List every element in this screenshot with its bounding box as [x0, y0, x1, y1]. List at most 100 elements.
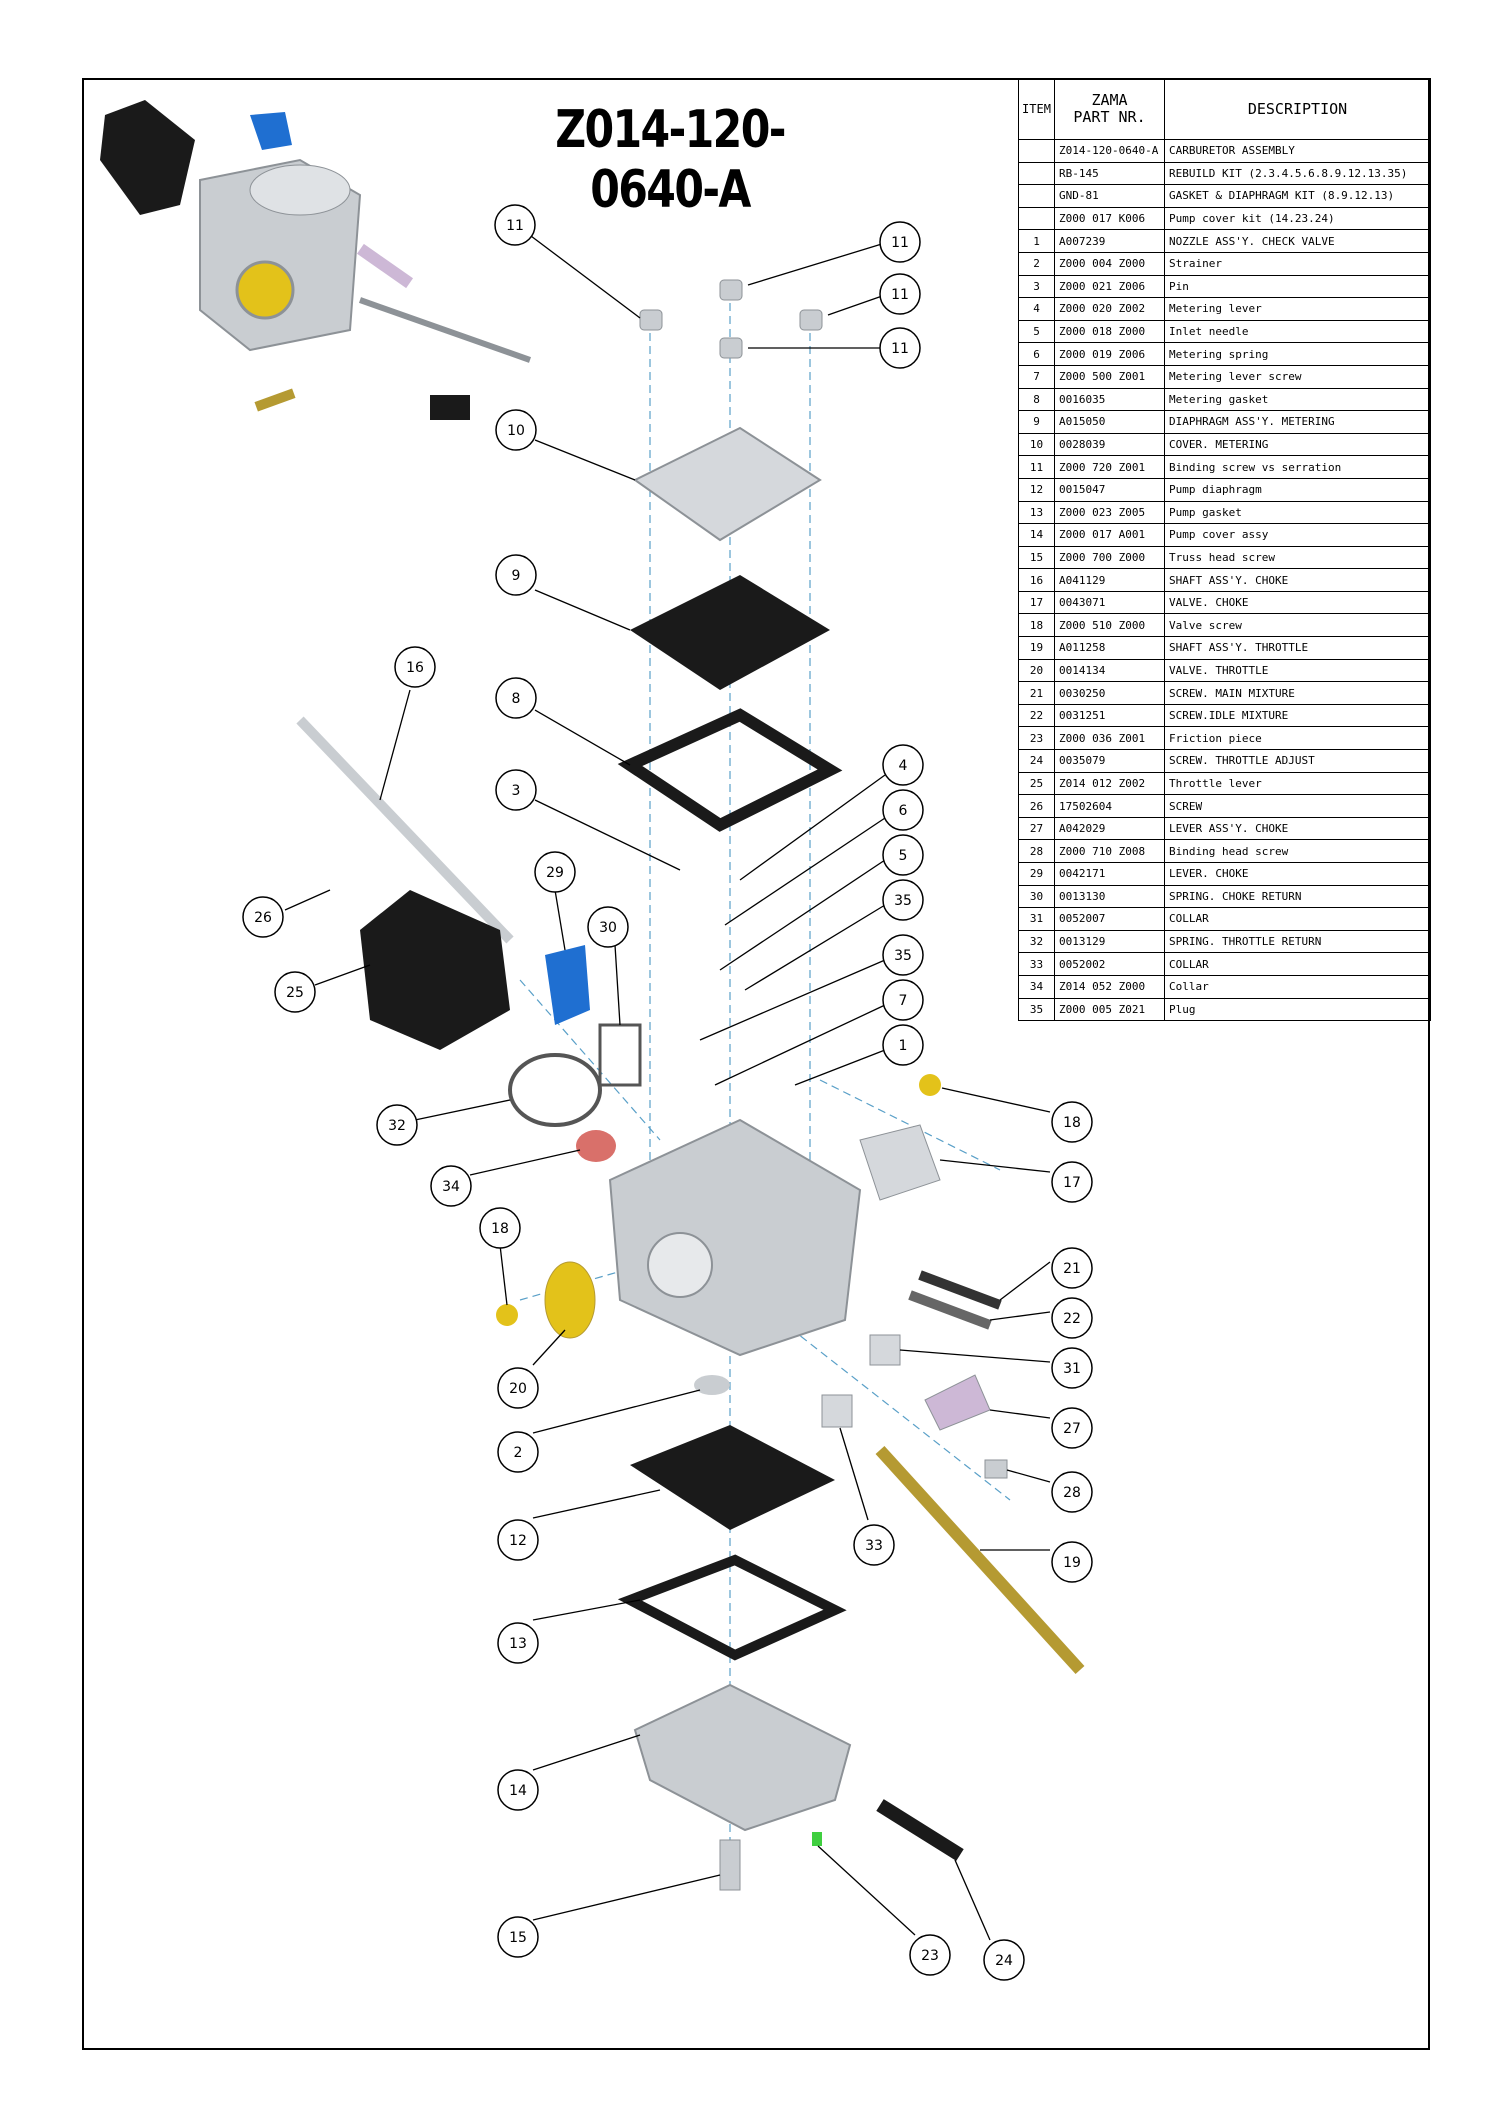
- callout-16: 16: [394, 646, 436, 688]
- cell-part-number: A011258: [1054, 636, 1165, 660]
- axis-line: [819, 1079, 1001, 1171]
- callout-13: 13: [497, 1622, 539, 1664]
- throttle-lever-part: [360, 890, 510, 1050]
- metering-gasket-part: [617, 708, 843, 832]
- cell-description: Binding head screw: [1164, 839, 1431, 863]
- cell-description: Truss head screw: [1164, 545, 1431, 570]
- svg-text:35: 35: [894, 893, 912, 909]
- cell-description: SCREW. MAIN MIXTURE: [1164, 681, 1431, 705]
- cell-part-number: RB-145: [1054, 161, 1165, 186]
- cell-description: Binding screw vs serration: [1164, 455, 1431, 479]
- callout-18: 18: [1051, 1101, 1093, 1143]
- cell-description: Pin: [1164, 274, 1431, 299]
- callout-23: 23: [909, 1934, 951, 1976]
- callout-32: 32: [376, 1104, 418, 1146]
- pump-gasket-part: [617, 1554, 847, 1661]
- callout-18: 18: [479, 1207, 521, 1249]
- cell-description: Pump gasket: [1164, 500, 1431, 525]
- cell-description: COVER. METERING: [1164, 432, 1431, 457]
- svg-text:7: 7: [899, 993, 908, 1009]
- cell-item: 35: [1018, 997, 1055, 1022]
- cell-part-number: A007239: [1054, 229, 1165, 253]
- callout-26: 26: [242, 896, 284, 938]
- cell-part-number: 0052002: [1054, 952, 1165, 976]
- cell-part-number: Z000 710 Z008: [1054, 839, 1165, 863]
- svg-text:23: 23: [921, 1948, 939, 1964]
- callout-12: 12: [497, 1519, 539, 1561]
- svg-text:24: 24: [995, 1953, 1013, 1969]
- cell-item: [1018, 206, 1055, 231]
- axis-line: [779, 1319, 1011, 1501]
- svg-text:25: 25: [286, 985, 304, 1001]
- throttle-adjust-screw-part: [876, 1799, 964, 1861]
- cell-part-number: Z000 017 K006: [1054, 206, 1165, 231]
- svg-text:4: 4: [899, 758, 908, 774]
- cell-description: Strainer: [1164, 251, 1431, 276]
- cell-item: 27: [1018, 816, 1055, 841]
- cell-part-number: 0015047: [1054, 477, 1165, 502]
- svg-text:20: 20: [509, 1381, 527, 1397]
- callout-24: 24: [983, 1939, 1025, 1981]
- cell-item: 5: [1018, 319, 1055, 344]
- header-part-line2: PART NR.: [1073, 108, 1146, 126]
- callout-22: 22: [1051, 1297, 1093, 1339]
- cell-item: 14: [1018, 523, 1055, 547]
- cell-part-number: 0013129: [1054, 929, 1165, 954]
- choke-return-spring-part: [598, 1023, 642, 1087]
- cell-description: REBUILD KIT (2.3.4.5.6.8.9.12.13.35): [1164, 161, 1431, 186]
- cell-part-number: Z000 036 Z001: [1054, 726, 1165, 751]
- cell-item: 1: [1018, 229, 1055, 253]
- callout-7: 7: [882, 979, 924, 1021]
- cell-item: 17: [1018, 590, 1055, 615]
- callout-35: 35: [882, 879, 924, 921]
- cell-part-number: Z000 020 Z002: [1054, 297, 1165, 321]
- cell-part-number: Z000 019 Z006: [1054, 342, 1165, 366]
- cell-description: SPRING. THROTTLE RETURN: [1164, 929, 1431, 954]
- cell-part-number: Z014-120-0640-A: [1054, 139, 1165, 163]
- callout-31: 31: [1051, 1347, 1093, 1389]
- svg-text:11: 11: [891, 287, 909, 303]
- callout-5: 5: [882, 834, 924, 876]
- cell-item: 29: [1018, 862, 1055, 886]
- callout-15: 15: [497, 1916, 539, 1958]
- callout-34: 34: [430, 1165, 472, 1207]
- cell-description: COLLAR: [1164, 952, 1431, 976]
- metering-diaphragm-part: [630, 575, 830, 690]
- cell-item: 18: [1018, 613, 1055, 638]
- cell-part-number: 0052007: [1054, 907, 1165, 931]
- valve-screw-part: [919, 1074, 941, 1096]
- svg-text:22: 22: [1063, 1311, 1081, 1327]
- cell-item: 33: [1018, 952, 1055, 976]
- cell-part-number: Z000 004 Z000: [1054, 251, 1165, 276]
- callout-9: 9: [495, 554, 537, 596]
- cell-part-number: A015050: [1054, 410, 1165, 434]
- cell-description: Pump cover assy: [1164, 523, 1431, 547]
- cell-item: 25: [1018, 771, 1055, 796]
- svg-text:14: 14: [509, 1783, 527, 1799]
- svg-text:16: 16: [406, 660, 424, 676]
- svg-text:2: 2: [514, 1445, 523, 1461]
- header-item: ITEM: [1018, 78, 1055, 140]
- cell-description: Metering lever: [1164, 297, 1431, 321]
- cell-description: SHAFT ASS'Y. THROTTLE: [1164, 636, 1431, 660]
